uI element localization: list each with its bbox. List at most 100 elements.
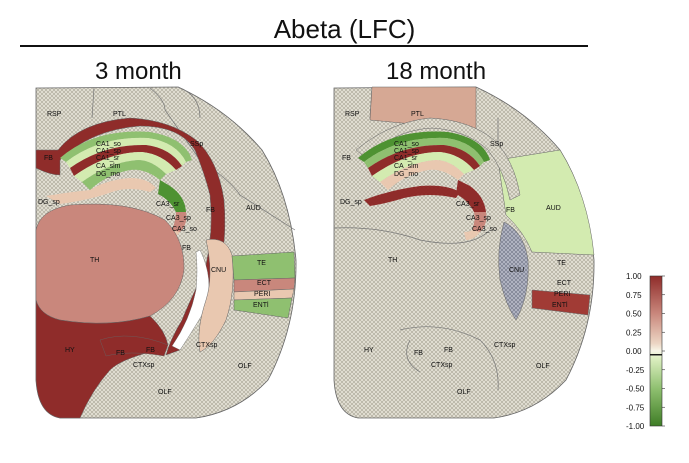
panel-title-3-month: 3 month [95, 58, 182, 85]
label-ca3-sp: CA3_sp [466, 215, 491, 222]
region-entl-18-month [531, 289, 591, 316]
region-ca3-so-18-month [464, 230, 480, 240]
label-fb-low2: FB [146, 347, 155, 354]
label-ca3-so: CA3_so [172, 226, 197, 233]
region-th-3-month [35, 203, 185, 324]
label-fb-mid: FB [506, 207, 515, 214]
label-ctxsp-a: CTXsp [196, 342, 218, 349]
label-te: TE [257, 260, 266, 267]
colorbar-tick-label: 0.25 [626, 328, 642, 337]
label-dg-sp: DG_sp [38, 199, 60, 206]
label-ctxsp-a: CTXsp [494, 342, 516, 349]
colorbar-gradient [649, 275, 663, 427]
label-ca3-sr: CA3_sr [456, 201, 480, 208]
label-aud: AUD [546, 205, 561, 212]
region-cnu-3-month [198, 239, 234, 353]
colorbar: 1.00 0.75 0.50 0.25 0.00 -0.25 -0.50 -0.75 -1.00 [626, 272, 665, 431]
region-ca1-sp-3-month [66, 137, 186, 168]
label-ect: ECT [257, 280, 272, 287]
region-ca1-so-3-month [60, 131, 192, 162]
label-ca-slm: CA_slm [96, 163, 121, 170]
label-ca1-so: CA1_so [394, 141, 419, 148]
region-dg-mo-3-month [82, 160, 166, 190]
label-ca-slm: CA_slm [394, 163, 419, 170]
colorbar-tick-label: 0.00 [626, 347, 642, 356]
label-cnu: CNU [509, 267, 524, 274]
label-ca1-sr: CA1_sr [394, 155, 418, 162]
label-fb-low2: FB [444, 347, 453, 354]
colorbar-tick-label: -1.00 [626, 422, 645, 431]
label-ect: ECT [557, 280, 572, 287]
label-olf-a: OLF [238, 363, 252, 370]
brain-section-18-month: RSP PTL SSp FB CA1_so CA1_sp CA1_sr CA_s… [333, 86, 595, 419]
label-peri: PERI [554, 291, 570, 298]
label-dg-mo: DG_mo [96, 171, 120, 178]
region-ca1-sr-18-month [368, 144, 480, 176]
label-th: TH [388, 257, 397, 264]
region-ca1-sp-18-month [364, 137, 484, 168]
label-th: TH [90, 257, 99, 264]
label-olf-a: OLF [536, 363, 550, 370]
label-ca1-sp: CA1_sp [394, 148, 419, 155]
label-cnu: CNU [211, 267, 226, 274]
colorbar-tick-label: 0.50 [626, 310, 642, 319]
label-ptl: PTL [113, 111, 126, 118]
colorbar-tick-label: -0.50 [626, 385, 645, 394]
label-hy: HY [364, 347, 374, 354]
region-dg-mo-18-month [380, 160, 464, 190]
region-cnu-18-month [498, 221, 529, 321]
region-ca3-sp-18-month [472, 212, 487, 232]
region-ca3-sr-3-month [158, 180, 186, 212]
label-dg-mo: DG_mo [394, 171, 418, 178]
label-ca1-sp: CA1_sp [96, 148, 121, 155]
label-ca3-sp: CA3_sp [166, 215, 191, 222]
label-dg-sp: DG_sp [340, 199, 362, 206]
label-ca3-so: CA3_so [472, 226, 497, 233]
label-ssp: SSp [490, 141, 503, 148]
label-aud: AUD [246, 205, 261, 212]
label-entl: ENTl [552, 302, 568, 309]
label-olf-b: OLF [457, 389, 471, 396]
brain-section-3-month: RSP PTL SSp FB CA1_so CA1_sp CA1_sr CA_s… [35, 86, 297, 419]
label-peri: PERI [254, 291, 270, 298]
colorbar-tick-label: -0.75 [626, 403, 645, 412]
region-ca3-sp-3-month [172, 212, 187, 232]
colorbar-tick-label: -0.25 [626, 366, 645, 375]
label-fb: FB [44, 155, 53, 162]
label-ca1-so: CA1_so [96, 141, 121, 148]
label-te: TE [557, 260, 566, 267]
region-dg-sp-3-month [46, 178, 156, 204]
label-ctxsp-b: CTXsp [431, 362, 453, 369]
label-fb-low1: FB [116, 350, 125, 357]
figure-title: Abeta (LFC) [273, 14, 416, 44]
label-ca1-sr: CA1_sr [96, 155, 120, 162]
region-entl-3-month [233, 297, 293, 319]
label-ca3-sr: CA3_sr [156, 201, 180, 208]
colorbar-tick-label: 1.00 [626, 272, 642, 281]
region-fb-lower-3-month [99, 335, 169, 357]
region-fb-3-month [35, 117, 226, 356]
label-olf-b: OLF [158, 389, 172, 396]
region-dg-sp-18-month [364, 185, 460, 206]
region-ca1-so-18-month [358, 131, 490, 162]
colorbar-tick-label: 0.75 [626, 291, 642, 300]
label-fb-low1: FB [414, 350, 423, 357]
region-aud-18-month [497, 149, 595, 256]
label-rsp: RSP [345, 111, 360, 118]
label-hy: HY [65, 347, 75, 354]
label-ptl: PTL [411, 111, 424, 118]
region-ca-slm-3-month [74, 152, 176, 182]
label-entl: ENTl [253, 302, 269, 309]
label-fb-mid2: FB [182, 245, 191, 252]
panel-title-18-month: 18 month [386, 58, 487, 85]
region-fb-18-month [355, 117, 521, 201]
label-fb: FB [342, 155, 351, 162]
label-ctxsp-b: CTXsp [133, 362, 155, 369]
region-ca1-sr-3-month [70, 144, 182, 176]
label-fb-mid: FB [206, 207, 215, 214]
region-ca-slm-18-month [372, 152, 474, 182]
label-rsp: RSP [47, 111, 62, 118]
title-underline [20, 45, 588, 47]
label-ssp: SSp [190, 141, 203, 148]
